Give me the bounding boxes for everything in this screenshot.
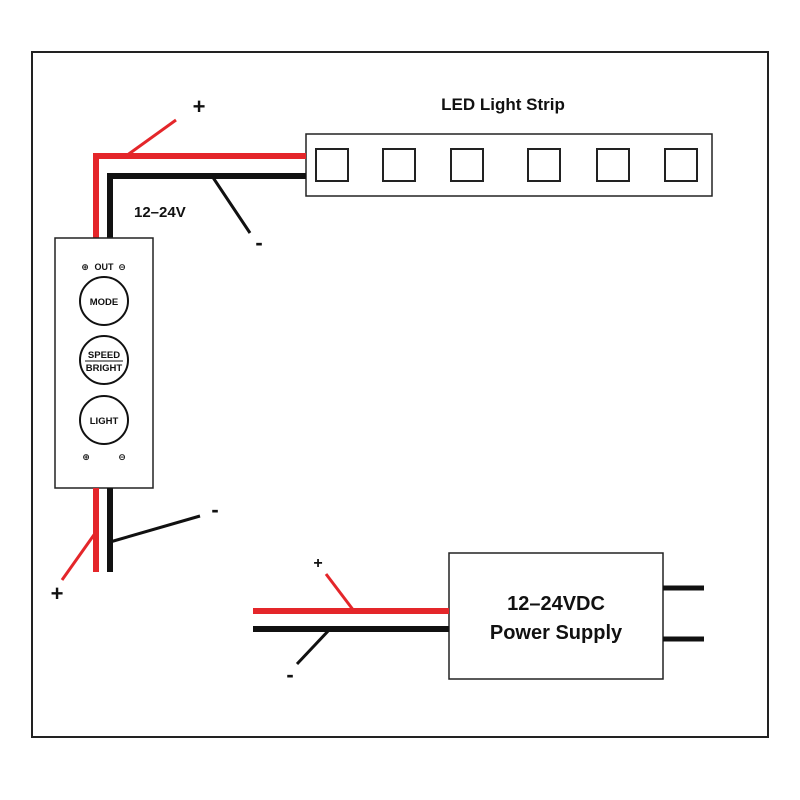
light-button[interactable] — [79, 395, 129, 445]
ps-plus-sign: + — [313, 555, 322, 572]
led-chip — [664, 148, 698, 182]
ctrl-in-plus-sign: + — [51, 581, 64, 606]
positive-wire-strip — [93, 153, 306, 238]
light-button-label: LIGHT — [90, 416, 119, 427]
voltage-label: 12–24V — [134, 204, 186, 221]
strip-minus-sign: - — [255, 230, 262, 255]
power-supply-label: Power Supply — [490, 622, 623, 644]
ps-minus-sign: - — [286, 662, 293, 687]
positive-branch-strip — [125, 118, 177, 158]
led-chip — [315, 148, 349, 182]
ctrl-in-minus-sign: - — [211, 497, 218, 522]
in-minus-icon: ⊖ — [118, 452, 126, 462]
strip-plus-sign: + — [193, 94, 206, 119]
led-chip — [596, 148, 630, 182]
mode-button-label: MODE — [90, 297, 119, 308]
positive-branch-controller-in — [60, 531, 98, 581]
out-plus-icon: ⊕ — [81, 262, 89, 272]
led-chip — [527, 148, 561, 182]
out-minus-icon: ⊖ — [118, 262, 126, 272]
speed-bright-button[interactable] — [79, 335, 129, 385]
negative-branch-strip — [210, 175, 252, 234]
in-plus-icon: ⊕ — [82, 452, 90, 462]
power-supply-voltage: 12–24VDC — [507, 593, 605, 615]
bright-button-label: BRIGHT — [86, 363, 123, 374]
led-strip-leds — [315, 148, 698, 182]
power-supply-body — [448, 552, 664, 680]
led-strip-body — [305, 133, 713, 197]
positive-branch-ps — [324, 573, 356, 612]
mode-button[interactable] — [79, 276, 129, 326]
negative-branch-controller-in — [109, 514, 201, 544]
led-chip — [382, 148, 416, 182]
negative-wire-strip — [107, 173, 306, 238]
led-strip-title: LED Light Strip — [441, 95, 565, 114]
negative-branch-ps — [295, 627, 332, 666]
speed-button-label: SPEED — [88, 350, 120, 361]
led-chip — [450, 148, 484, 182]
out-label: OUT — [95, 262, 115, 272]
